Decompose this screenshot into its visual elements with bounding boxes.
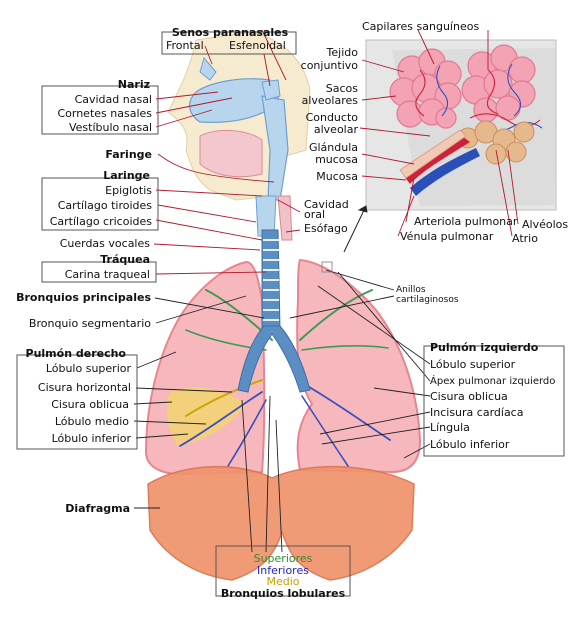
label-anillos-1: Anillos bbox=[396, 285, 426, 295]
label-tejido-1: Tejido bbox=[326, 46, 359, 59]
label-sacos-1: Sacos bbox=[326, 82, 359, 95]
label-mucosa: Mucosa bbox=[316, 170, 358, 183]
label-apex: Ápex pulmonar izquierdo bbox=[430, 374, 555, 387]
text-labels: Senos paranasales Frontal Esfenoidal Nar… bbox=[16, 20, 568, 600]
alveolar-sac-left bbox=[389, 48, 462, 129]
label-tejido-2: conjuntivo bbox=[301, 59, 359, 72]
oral-cavity bbox=[199, 129, 263, 178]
esophagus bbox=[277, 195, 293, 241]
label-arteriola: Arteriola pulmonar bbox=[414, 215, 518, 228]
label-diafragma: Diafragma bbox=[65, 502, 130, 515]
label-cisura-oblicua-izq: Cisura oblicua bbox=[430, 390, 508, 403]
label-lobulo-medio: Lóbulo medio bbox=[55, 415, 129, 428]
leader-lines bbox=[133, 29, 519, 553]
label-glandula-2: mucosa bbox=[315, 153, 358, 166]
alveolar-sac-right bbox=[461, 44, 536, 123]
label-tiroides: Cartílago tiroides bbox=[58, 199, 153, 212]
label-inferiores: Inferiores bbox=[257, 564, 309, 577]
label-epiglotis: Epiglotis bbox=[105, 184, 152, 197]
box-pulmon-izquierdo bbox=[423, 345, 565, 457]
label-medio: Medio bbox=[266, 575, 299, 588]
label-esfenoidal: Esfenoidal bbox=[229, 39, 286, 52]
label-cavidad-oral-2: oral bbox=[304, 208, 325, 221]
alveoli-inset bbox=[365, 39, 557, 211]
label-atrio: Atrio bbox=[512, 232, 538, 245]
main-bronchi bbox=[237, 325, 311, 393]
inset-source-marker bbox=[321, 261, 333, 273]
label-cricoides: Cartílago cricoides bbox=[50, 215, 153, 228]
frontal-sinus bbox=[199, 56, 217, 81]
label-nariz-title: Nariz bbox=[118, 78, 150, 91]
label-lobulo-superior-izq: Lóbulo superior bbox=[430, 358, 516, 371]
label-cisura-oblicua-der: Cisura oblicua bbox=[51, 398, 129, 411]
inset-pointer bbox=[343, 205, 367, 253]
box-senos bbox=[161, 31, 297, 55]
pulmonary-venule bbox=[410, 148, 480, 196]
label-senos-title: Senos paranasales bbox=[172, 26, 289, 39]
nasal-cavity bbox=[189, 78, 281, 123]
label-lobulo-inferior-izq: Lóbulo inferior bbox=[430, 438, 510, 451]
label-vestibulo: Vestíbulo nasal bbox=[69, 121, 152, 134]
label-pulmon-izquierdo-title: Pulmón izquierdo bbox=[430, 341, 539, 354]
box-traquea bbox=[41, 261, 157, 283]
label-cavidad-nasal: Cavidad nasal bbox=[75, 93, 152, 106]
label-sacos-2: alveolares bbox=[302, 94, 359, 107]
box-laringe bbox=[41, 177, 159, 231]
label-traquea-title: Tráquea bbox=[100, 253, 150, 266]
pulmonary-arteriole bbox=[404, 136, 470, 184]
label-lingula: Língula bbox=[430, 421, 470, 434]
lungs bbox=[144, 229, 422, 476]
label-capilares: Capilares sanguíneos bbox=[362, 20, 479, 33]
inset-pointer-head bbox=[357, 205, 368, 213]
label-cuerdas-vocales: Cuerdas vocales bbox=[60, 237, 151, 250]
label-anillos-2: cartilaginosos bbox=[396, 295, 459, 305]
head-airway bbox=[167, 31, 311, 241]
label-faringe: Faringe bbox=[105, 148, 152, 161]
label-bronquios-principales: Bronquios principales bbox=[16, 291, 151, 304]
sphenoid-sinus bbox=[261, 79, 281, 101]
label-frontal: Frontal bbox=[166, 39, 204, 52]
label-esofago: Esófago bbox=[304, 222, 348, 235]
label-alveolos: Alvéolos bbox=[522, 218, 568, 231]
label-superiores: Superiores bbox=[254, 552, 313, 565]
label-cisura-horizontal: Cisura horizontal bbox=[38, 381, 131, 394]
label-lobulo-superior-der: Lóbulo superior bbox=[46, 362, 132, 375]
inset-duct bbox=[399, 129, 467, 179]
box-nariz bbox=[41, 85, 159, 135]
box-bronquios-lobulares bbox=[215, 545, 351, 597]
label-lobulo-inferior-der: Lóbulo inferior bbox=[52, 432, 132, 445]
label-boxes bbox=[16, 31, 565, 597]
label-venula: Vénula pulmonar bbox=[400, 230, 494, 243]
label-bronquio-segmentario: Bronquio segmentario bbox=[29, 317, 151, 330]
label-bronquios-lobulares: Bronquios lobulares bbox=[221, 587, 346, 600]
label-conducto-2: alveolar bbox=[314, 123, 359, 136]
right-middle-lobe-highlight bbox=[166, 387, 246, 446]
label-incisura-cardiaca: Incisura cardíaca bbox=[430, 406, 523, 419]
label-conducto-1: Conducto bbox=[306, 111, 359, 124]
label-cavidad-oral-1: Cavidad bbox=[304, 198, 349, 211]
label-laringe-title: Laringe bbox=[103, 169, 150, 182]
label-pulmon-derecho-title: Pulmón derecho bbox=[26, 347, 127, 360]
label-carina: Carina traqueal bbox=[65, 268, 150, 281]
label-cornetes: Cornetes nasales bbox=[57, 107, 152, 120]
box-pulmon-derecho bbox=[16, 354, 138, 450]
left-lung bbox=[296, 258, 422, 474]
label-glandula-1: Glándula bbox=[309, 141, 358, 154]
tracheal-rings bbox=[263, 239, 279, 321]
